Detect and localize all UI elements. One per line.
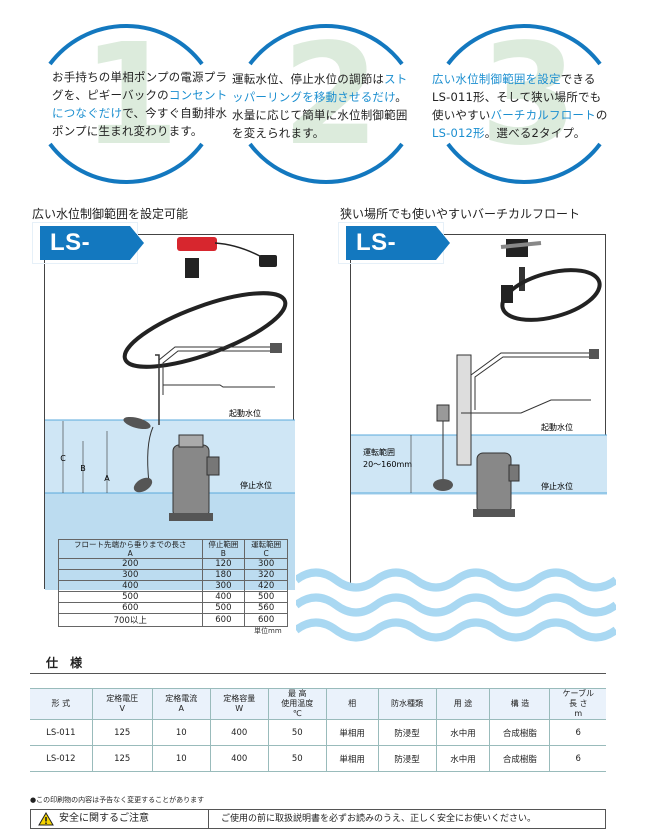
ls012-model-tag: LS-012 (338, 222, 450, 290)
spec-header: 最 高使用温度℃ (267, 688, 327, 720)
feature-arc (48, 24, 204, 184)
feature-number: 1 (82, 14, 180, 177)
dim-c-label: C (60, 454, 66, 463)
feature-arc (446, 24, 602, 184)
safety-title: 安全に関するご注意 (59, 813, 149, 824)
ls011-caption: 広い水位制御範囲を設定可能 (32, 207, 189, 221)
feature-text: 運転水位、停止水位の調節はストッパーリングを移動させるだけ。水量に応じて簡単に水… (232, 72, 408, 140)
spec-divider (30, 673, 606, 674)
dim-a-label: A (104, 474, 110, 483)
safety-text: ご使用の前に取扱説明書を必ずお読みのうえ、正しく安全にお使いください。 (221, 814, 537, 824)
safety-title-cell: 安全に関するご注意 (31, 810, 209, 828)
feature-number: 2 (282, 14, 380, 177)
unit-label: 単位mm (254, 627, 282, 635)
warning-icon (38, 812, 54, 826)
stop-level-label: 停止水位 (240, 480, 272, 490)
safety-box: 安全に関するご注意 ご使用の前に取扱説明書を必ずお読みのうえ、正しく安全にお使い… (30, 809, 606, 829)
stop-level-label: 停止水位 (541, 481, 573, 491)
spec-header: 防水種類 (377, 688, 437, 720)
ls011-model-tag: LS-011 (32, 222, 144, 290)
feature-text: お手持ちの単相ポンプの電源プラグを、ピギーバックのコンセントにつなぐだけで、今す… (52, 70, 228, 138)
feature-1: 1 お手持ちの単相ポンプの電源プラグを、ピギーバックのコンセントにつなぐだけで、… (22, 4, 227, 204)
range-value: 20〜160mm (363, 460, 412, 469)
ls012-caption: 狭い場所でも使いやすいバーチカルフロート (340, 207, 581, 221)
start-level-label: 起動水位 (229, 408, 261, 418)
dim-b-label: B (80, 464, 86, 473)
spec-header: 相 (325, 688, 379, 720)
spec-header: 形 式 (30, 688, 93, 720)
disclaimer-note: ●この印刷物の内容は予告なく変更することがあります (30, 796, 205, 804)
wave-decoration (296, 568, 616, 642)
spec-heading: 仕 様 (46, 656, 87, 670)
range-label: 運転範囲 (363, 447, 395, 457)
feature-text: 広い水位制御範囲を設定できるLS-011形、そして狭い場所でも使いやすいバーチカ… (432, 72, 608, 140)
feature-3: 3 広い水位制御範囲を設定できるLS-011形、そして狭い場所でも使いやすいバー… (420, 4, 625, 204)
spec-header: 構 造 (489, 688, 551, 720)
feature-2: 2 運転水位、停止水位の調節はストッパーリングを移動させるだけ。水量に応じて簡単… (222, 4, 427, 204)
start-level-label: 起動水位 (541, 422, 573, 432)
feature-arc (248, 24, 404, 184)
feature-number: 3 (480, 14, 578, 177)
spec-header: 用 途 (435, 688, 491, 720)
